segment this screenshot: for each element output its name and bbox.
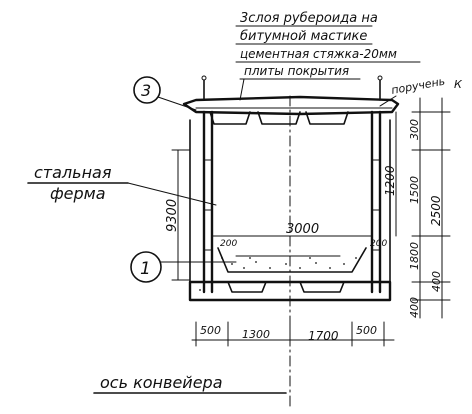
dim-right-300: 300 <box>408 119 421 140</box>
steel-truss-word-1: стальная <box>34 163 112 182</box>
dim-right-1500: 1500 <box>408 176 421 204</box>
dim-bottom-500-right: 500 <box>356 324 377 337</box>
dim-bottom-500-left: 500 <box>200 324 221 337</box>
callout-3-circle <box>133 76 161 104</box>
dim-right-stack: 300 1500 2500 1800 400 400 <box>408 97 451 319</box>
dim-bottom-chain: 500 1300 1700 500 <box>191 321 395 347</box>
floor-rib-2 <box>299 281 345 293</box>
corner-dim-left: 200 <box>220 239 237 249</box>
roof-layer-notes: 3слоя рубероида на битумной мастике цеме… <box>235 11 463 107</box>
dim-bottom-1300: 1300 <box>242 328 270 341</box>
note-bitumen-mastic: битумной мастике <box>240 29 367 44</box>
floor-slab <box>188 280 392 302</box>
callout-3-number: 3 <box>141 81 151 100</box>
conveyor-axis-label: ось конвейера <box>100 373 223 392</box>
callout-1-circle <box>130 251 162 283</box>
roof-rib-2 <box>257 111 301 125</box>
note-roofing-felt: 3слоя рубероида на <box>240 11 378 26</box>
railing-knob-left <box>201 75 207 81</box>
dim-inner-span: 3000 <box>211 222 373 237</box>
roof-slab <box>182 95 400 116</box>
note-cover-slabs: плиты покрытия <box>244 64 349 78</box>
floor-trough <box>217 247 367 273</box>
steel-truss-label: стальная ферма <box>27 163 217 206</box>
callout-1-number: 1 <box>140 259 151 279</box>
dim-right-inner-text: 1200 <box>383 165 397 196</box>
note-railing: поручень <box>390 75 446 97</box>
floor-rib-1 <box>227 281 267 293</box>
dim-right-2500: 2500 <box>429 195 443 226</box>
concrete-hatch <box>199 257 381 291</box>
conveyor-axis: ось конвейера <box>93 95 291 409</box>
dim-inner-span-text: 3000 <box>286 222 319 237</box>
note-leader-main <box>239 78 245 101</box>
steel-truss-word-2: ферма <box>50 184 106 203</box>
dim-right-1800: 1800 <box>408 242 421 270</box>
dim-left-height: 9300 <box>165 149 191 281</box>
dim-left-height-text: 9300 <box>165 199 180 232</box>
k-mark: К <box>454 78 463 91</box>
roof-rib-3 <box>305 111 349 125</box>
gallery-structure: 200 200 <box>182 75 400 302</box>
steel-truss-leader <box>127 182 217 206</box>
corner-dim-right: 200 <box>370 239 387 249</box>
callout-1: 1 <box>130 251 237 283</box>
dim-right-400-a: 400 <box>430 271 443 292</box>
note-cement-screed: цементная стяжка-20мм <box>240 47 397 61</box>
railing-knob-right <box>377 75 383 81</box>
dim-bottom-1700: 1700 <box>308 329 339 343</box>
dim-right-400-b: 400 <box>408 297 421 318</box>
dim-right-inner: 1200 <box>383 111 397 237</box>
